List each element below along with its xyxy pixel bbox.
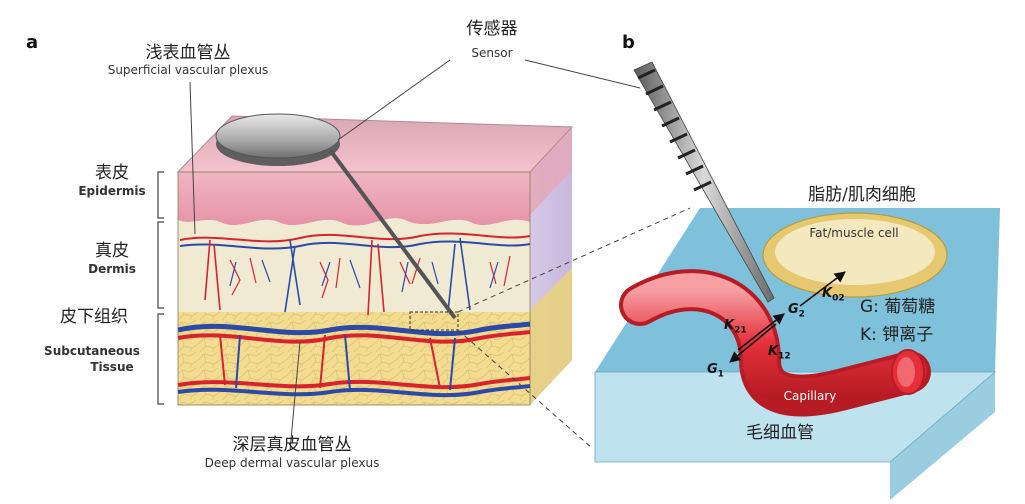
sensor-filament	[328, 148, 457, 320]
k12-label: K12	[768, 344, 791, 362]
layer-brackets	[157, 171, 164, 405]
fat-cell-label-zh: 脂肪/肌肉细胞	[808, 185, 916, 205]
dermis-label-en: Dermis	[88, 262, 136, 276]
needle-sensor	[633, 61, 775, 303]
capillary-label-zh: 毛细血管	[746, 423, 814, 443]
glucose-legend: G: 葡萄糖	[860, 297, 936, 317]
dermis-label-zh: 真皮	[95, 241, 129, 261]
epidermis-layer	[178, 172, 530, 226]
zoom-region-box	[409, 311, 459, 331]
panel-label-b: b	[622, 32, 635, 53]
fat-muscle-cell	[762, 212, 948, 298]
arrow-k21	[737, 313, 785, 351]
skin-block	[157, 113, 574, 406]
g2-label: G2	[788, 302, 805, 320]
fat-cell-label-en: Fat/muscle cell	[809, 226, 899, 240]
subcutaneous-label-zh: 皮下组织	[60, 307, 128, 327]
panel-label-a: a	[26, 32, 39, 53]
potassium-legend: K: 钾离子	[860, 325, 934, 345]
arrow-k02	[799, 271, 846, 307]
superficial-plexus-label-zh: 浅表血管丛	[145, 43, 231, 63]
epidermis-label-en: Epidermis	[78, 184, 146, 198]
g1-label: G1	[707, 362, 724, 380]
epidermis-label-zh: 表皮	[95, 163, 129, 183]
deep-plexus-vessels	[177, 321, 531, 398]
superficial-plexus-vessels	[179, 232, 531, 316]
k21-label: K21	[724, 318, 747, 336]
capillary-label-en: Capillary	[783, 389, 837, 403]
dermis-layer	[178, 218, 530, 312]
superficial-plexus-label-en: Superficial vascular plexus	[107, 63, 269, 77]
subcutaneous-label-en-line1: Subcutaneous	[44, 344, 140, 358]
arrow-k12	[729, 323, 777, 363]
subcutaneous-label-en-line2: Tissue	[90, 360, 134, 374]
sensor-label-en: Sensor	[471, 46, 513, 60]
k02-label: K02	[822, 286, 845, 304]
deep-plexus-label-zh: 深层真皮血管丛	[232, 435, 352, 455]
kinetic-arrows	[729, 271, 846, 363]
capillary-vessel	[619, 269, 931, 417]
sensor-device	[215, 113, 457, 320]
sensor-label-zh: 传感器	[466, 19, 518, 39]
deep-plexus-label-en: Deep dermal vascular plexus	[204, 456, 380, 470]
leader-lines	[189, 59, 691, 451]
